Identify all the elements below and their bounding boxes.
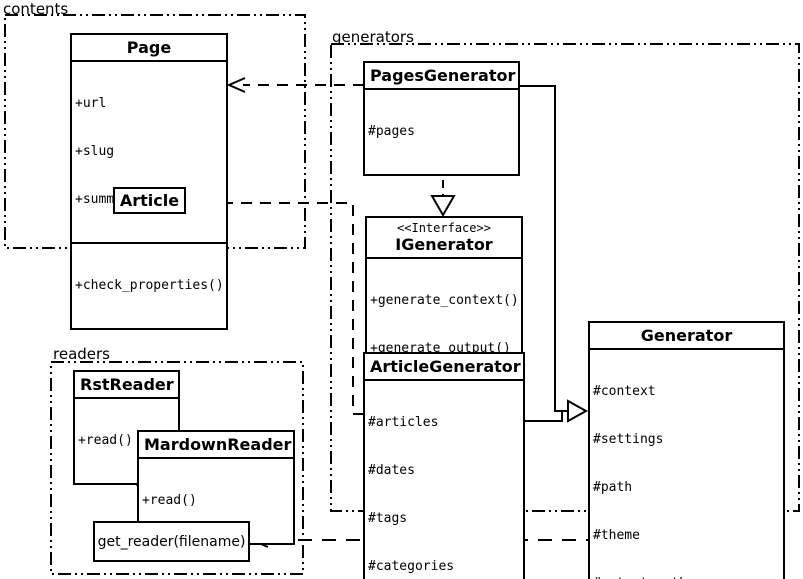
attribute: #pages (368, 124, 415, 139)
class-title: Article (119, 191, 180, 210)
package-label-readers: readers (53, 345, 110, 363)
attribute: +slug (75, 144, 115, 159)
attribute: #settings (593, 432, 664, 447)
package-contents-frame (4, 14, 306, 249)
attribute: #output_path (593, 576, 780, 579)
method: +read() (78, 433, 133, 448)
package-label-generators: generators (332, 28, 414, 46)
class-articlegenerator: ArticleGenerator #articles #dates #tags … (363, 352, 525, 579)
attribute-compartment: #articles #dates #tags #categories (365, 379, 523, 579)
dependency-pagesgenerator-to-page (226, 77, 364, 93)
attribute: #articles (368, 415, 439, 430)
attribute: #categories (368, 559, 455, 574)
attribute: #tags (368, 511, 408, 526)
method: +read() (142, 493, 197, 508)
attribute: #context (593, 384, 656, 399)
class-generator: Generator #context #settings #path #them… (588, 321, 785, 579)
class-title: IGenerator (395, 235, 493, 254)
attribute-compartment: #pages (365, 88, 518, 174)
method: +check_properties() (75, 278, 224, 293)
class-title: RstReader (80, 375, 174, 394)
attribute: #path (593, 480, 633, 495)
class-pagesgenerator: PagesGenerator #pages (363, 61, 520, 176)
package-generators-frame (330, 43, 800, 512)
class-title: Generator (640, 326, 733, 345)
class-title: Page (126, 38, 172, 57)
class-title: PagesGenerator (370, 66, 516, 85)
attribute-compartment: #context #settings #path #theme #output_… (590, 348, 783, 579)
class-title: MardownReader (144, 435, 292, 454)
class-page: Page +url +slug +summary +check_properti… (70, 33, 228, 330)
function-label: get_reader(filename) (97, 533, 246, 550)
class-title: ArticleGenerator (370, 357, 521, 376)
method-compartment: +read() (139, 457, 293, 543)
method-compartment: +read() (75, 397, 178, 483)
class-article: Article (113, 187, 186, 214)
package-readers-frame (50, 361, 304, 575)
package-label-contents: contents (3, 0, 69, 18)
class-stereotype: <<Interface>> (397, 221, 491, 235)
attribute: #dates (368, 463, 415, 478)
attribute-compartment: +url +slug +summary (72, 60, 226, 242)
attribute: +url (75, 96, 107, 111)
attribute: #theme (593, 528, 640, 543)
function-get-reader: get_reader(filename) (93, 521, 250, 562)
inheritance-to-generator (520, 85, 589, 423)
method: +generate_context() (370, 293, 519, 308)
method-compartment: +check_properties() (72, 242, 226, 328)
